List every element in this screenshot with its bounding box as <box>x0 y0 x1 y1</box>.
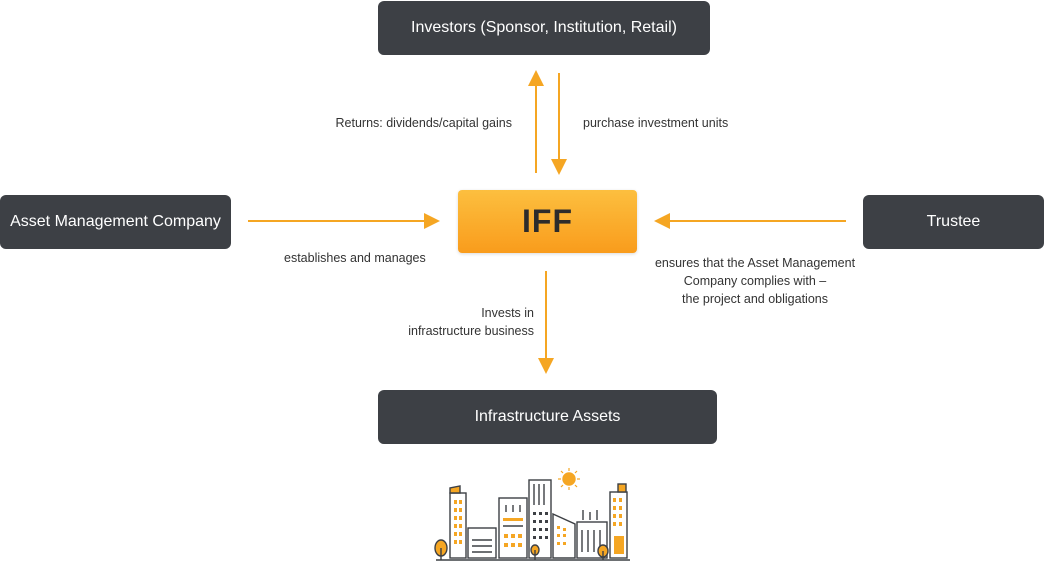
infrastructure-label: Infrastructure Assets <box>474 408 621 425</box>
trustee-label: Trustee <box>926 213 981 230</box>
amc-label: Asset Management Company <box>10 213 221 230</box>
establishes-label: establishes and manages <box>284 251 426 265</box>
trustee-edge-line2: Company complies with – <box>683 274 827 288</box>
trustee-edge-line1: ensures that the Asset Management <box>654 256 856 270</box>
trustee-edge-label: ensures that the Asset Management Compan… <box>645 254 865 308</box>
investors-box: Investors (Sponsor, Institution, Retail) <box>378 1 710 55</box>
iff-box: IFF <box>458 190 637 253</box>
purchase-label: purchase investment units <box>583 116 729 130</box>
trustee-box: Trustee <box>863 195 1044 249</box>
invests-line1: Invests in <box>481 306 534 320</box>
infrastructure-box: Infrastructure Assets <box>378 390 717 444</box>
trustee-edge-line3: the project and obligations <box>682 292 828 306</box>
amc-box: Asset Management Company <box>0 195 231 249</box>
iff-label: IFF <box>522 203 573 239</box>
investors-label: Investors (Sponsor, Institution, Retail) <box>411 19 677 36</box>
invests-line2: infrastructure business <box>408 324 534 338</box>
invests-label: Invests in infrastructure business <box>380 304 534 340</box>
returns-label: Returns: dividends/capital gains <box>335 116 513 130</box>
